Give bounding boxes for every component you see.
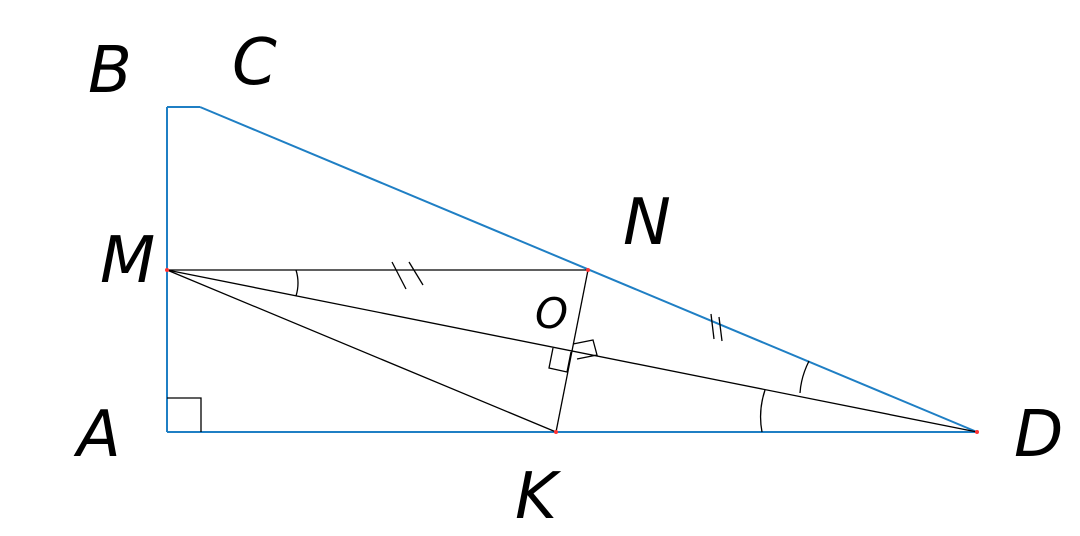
segment-mk [166,269,557,433]
segment-nk [555,269,589,433]
angle-arc-d-lower [759,389,766,433]
right-angle-mark-a [167,397,202,432]
right-angle-marks-o [548,339,598,373]
point-m [165,268,169,272]
label-b: B [88,34,132,108]
construction-lines [166,269,978,433]
label-m: M [100,224,155,298]
label-o: O [535,289,568,338]
label-k: K [515,460,562,534]
label-a: A [73,398,121,472]
label-c: C [232,26,277,100]
point-n [586,268,590,272]
equal-tick-marks [391,261,723,342]
angle-arc-d-upper [799,360,810,394]
angle-arcs [295,269,810,433]
point-k [554,430,558,434]
points [165,268,979,434]
angle-arc-m [295,269,299,297]
label-d: D [1014,398,1063,472]
label-n: N [623,186,671,260]
point-d [975,430,979,434]
